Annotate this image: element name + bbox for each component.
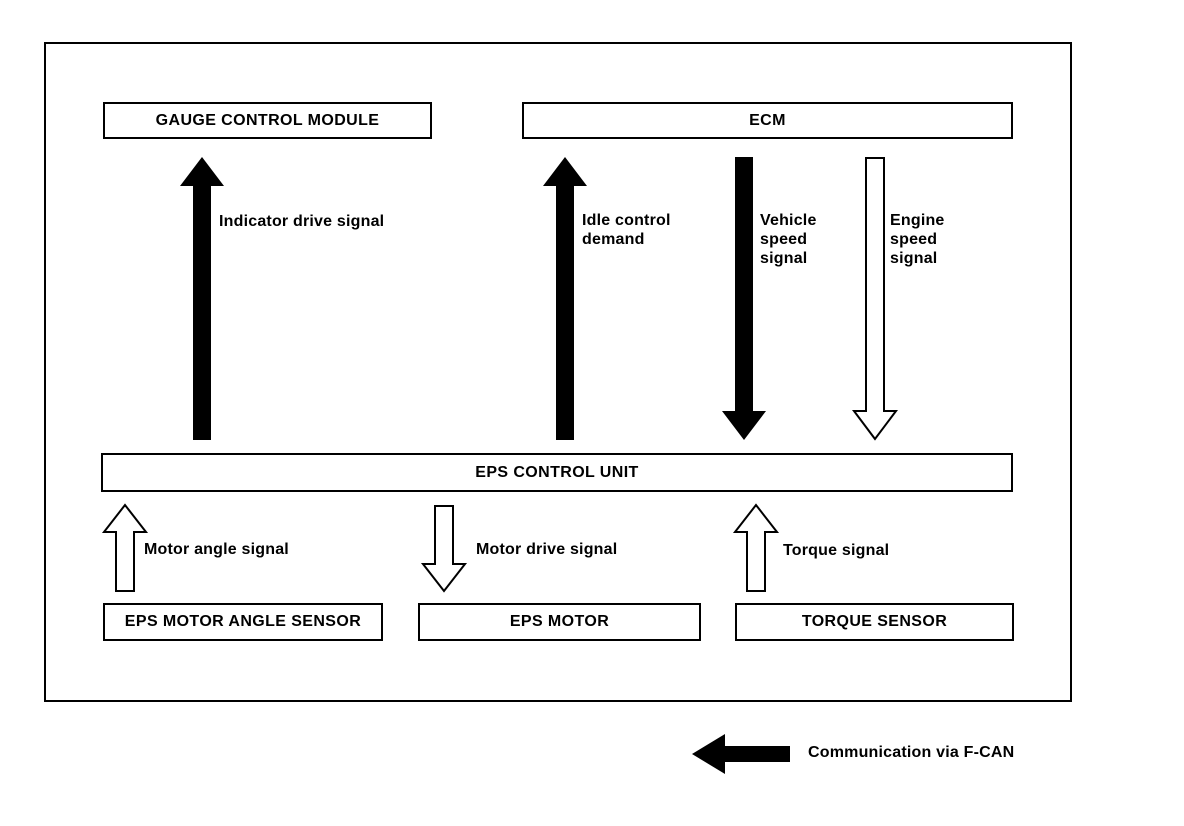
- engine-speed-signal-arrow-down: [852, 157, 898, 441]
- vehicle-speed-signal-label: Vehicle speed signal: [760, 212, 817, 267]
- eps-motor-angle-sensor-box: EPS MOTOR ANGLE SENSOR: [103, 603, 383, 641]
- torque-signal-label: Torque signal: [783, 542, 890, 559]
- ecm-box: ECM: [522, 102, 1013, 139]
- indicator-drive-signal-label: Indicator drive signal: [219, 213, 385, 230]
- torque-sensor-box: TORQUE SENSOR: [735, 603, 1014, 641]
- vehicle-speed-signal-arrow-down: [722, 157, 766, 440]
- motor-drive-signal-arrow-down: [420, 505, 468, 593]
- motor-angle-signal-arrow-up: [101, 503, 149, 592]
- engine-speed-signal-label: Engine speed signal: [890, 212, 945, 267]
- eps-motor-box: EPS MOTOR: [418, 603, 701, 641]
- legend-fcan-label: Communication via F-CAN: [808, 744, 1015, 761]
- eps-control-unit-box: EPS CONTROL UNIT: [101, 453, 1013, 492]
- torque-signal-arrow-up: [732, 503, 780, 592]
- gauge-control-module-box: GAUGE CONTROL MODULE: [103, 102, 432, 139]
- idle-control-demand-label: Idle control demand: [582, 212, 671, 248]
- motor-angle-signal-label: Motor angle signal: [144, 541, 289, 558]
- motor-drive-signal-label: Motor drive signal: [476, 541, 618, 558]
- indicator-drive-signal-arrow-up: [180, 157, 224, 440]
- idle-control-demand-arrow-up: [543, 157, 587, 440]
- legend-fcan-arrow-left: [692, 734, 790, 774]
